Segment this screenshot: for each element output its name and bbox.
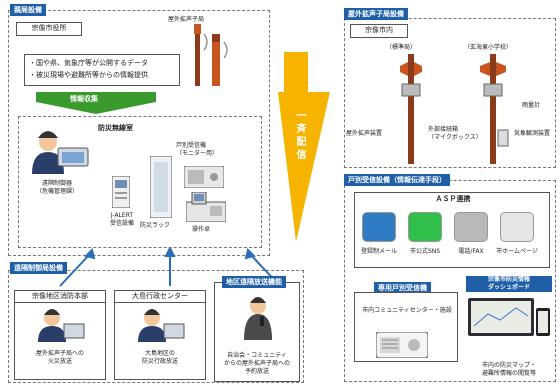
city-office-label: 宗像市役所 [31,24,67,32]
remote-controller-text: 遠隔制御器 [41,180,72,187]
oshima-desc: 大島地区の 防災行政放送 [114,350,206,366]
app-tile-label: 市公式SNS [409,248,441,255]
operator-person-icon [32,131,89,174]
outdoor-station-panel [344,18,556,168]
dashboard-label-text: 市内の防災マップ・ [481,362,536,369]
operator-console-icon [186,192,226,222]
community-desc-subtext: 予約放送 [244,368,269,375]
dedicated-radio-tag: 専用戸別受信機 [374,282,431,294]
data-source-item: ・国や県、気象庁等が公開するデータ [29,59,148,67]
disaster-rack-label: 防災ラック [140,222,171,229]
main-station-tag: 親局設備 [10,4,46,16]
external-box-text: 外部接続箱 [428,126,459,133]
radio-receiver-icon [376,332,428,358]
community-speaker-person-icon [244,297,272,340]
outdoor-station-tag: 屋外拡声子局設備 [344,8,408,20]
app-tile-icon [362,212,396,242]
jalert-text: J-ALERT [110,212,134,219]
jalert-device-icon [112,176,130,208]
school-pole-icon [480,54,509,164]
data-sources-box: ・国や県、気象庁等が公開するデータ ・被災現場や避難所等からの情報提供 [24,54,180,86]
info-collect-label: 情報収集 [70,95,98,103]
monitor-receiver-text: 戸別受信機 [176,142,207,149]
rain-gauge-label: 雨量計 [522,102,541,109]
oshima-desc-text: 大島地区の [144,350,175,357]
weather-device-label: 気象観測装置 [514,130,551,137]
app-tile-label: 電話/FAX [458,248,484,255]
speaker-device-label: 屋外拡声装置 [346,130,383,137]
remote-controller-subtext: （危機管理課） [35,188,78,195]
remote-controller-label: 遠隔制御器 （危機管理課） [24,180,90,196]
fire-dept-person-icon [38,309,85,342]
app-tile-icon [408,212,442,242]
app-tile-icon [454,212,488,242]
individual-receiver-panel [344,180,556,382]
outdoor-city-label: 宗像市内 [365,26,393,34]
individual-receiver-tag: 戸別受信設備（情報伝達手段） [344,174,450,186]
info-collect-arrow [36,92,156,114]
app-tile-label: 市ホームページ [496,248,538,255]
external-box-subtext: （マイクボックス） [428,134,482,141]
community-desc-text: 自治会・コミュニティ [227,352,287,359]
dedicated-radio-label: 市内コミュニティセンター・施設 [362,307,452,314]
community-desc: 自治会・コミュニティ からの屋外拡声子局への 予約放送 [214,352,300,376]
dashboard-label-subtext: 避難所情報の閲覧等 [481,370,536,377]
dashboard-screen-icon [468,298,550,336]
broadcast-label: 一斉配信 [294,110,305,162]
outdoor-speaker-label: 屋外拡声子局 [168,16,205,23]
operator-console-label: 操作卓 [192,226,211,233]
main-station-panel [8,10,270,256]
dashboard-tag-text: 宗像市防災情報 [466,276,552,284]
external-box-label: 外部接続箱 （マイクボックス） [428,126,482,142]
monitor-receiver-label: 戸別受信機 （モニター用） [176,142,218,158]
fire-dept-desc-text: 屋外拡声子局への [35,350,84,357]
oshima-title: 大島行政センター [115,291,205,303]
standard-pole-label: （標準局） [386,44,417,51]
jalert-label: J-ALERT 受信設備 [100,212,144,228]
app-tile-label: 登録制メール [360,248,397,255]
city-office-label-box: 宗像市役所 [16,22,82,36]
antenna-tower-icon [194,24,228,86]
community-tag: 地区遠隔放送機能 [222,276,286,288]
oshima-person-icon [138,309,185,342]
data-source-item: ・被災現場や避難所等からの情報提供 [29,71,148,79]
remote-station-tag: 遠隔制御局設備 [10,262,67,274]
asp-title: ＡＳＰ連携 [435,195,471,203]
jalert-subtext: 受信設備 [109,220,134,227]
fire-dept-desc: 屋外拡声子局への 火災放送 [14,350,106,366]
outdoor-city-box: 宗像市内 [350,24,408,38]
school-pole-label: （玄海東小学校） [464,44,513,51]
dashboard-label: 市内の防災マップ・ 避難所情報の閲覧等 [466,362,552,378]
fire-dept-title: 宗像地区消防本部 [15,291,105,303]
community-desc-subtext: からの屋外拡声子局への [223,360,290,367]
fire-dept-desc-subtext: 火災放送 [47,358,72,365]
standard-pole-icon [400,54,422,164]
monitor-receiver-icon [184,166,224,188]
dashboard-tag-subtext: ダッシュボード [466,284,552,292]
app-tile-icon [500,212,534,242]
disaster-radio-room [18,116,262,248]
room-title: 防災無線室 [98,124,133,132]
disaster-rack-icon [150,156,172,218]
dashboard-tag: 宗像市防災情報 ダッシュボード [466,276,552,292]
oshima-desc-subtext: 防災行政放送 [141,358,178,365]
remote-station-panel [8,270,304,383]
broadcast-arrow [278,52,330,242]
monitor-receiver-subtext: （モニター用） [176,150,219,157]
